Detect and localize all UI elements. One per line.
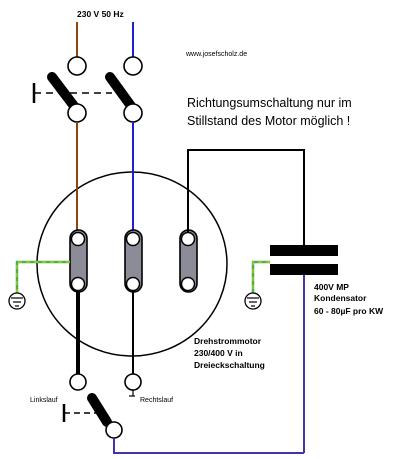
warning-line-1: Richtungsumschaltung nur im (187, 96, 352, 110)
terminal-u2 (70, 276, 86, 292)
direction-left-label: Linkslauf (30, 397, 58, 404)
terminal-v1 (125, 231, 141, 247)
switch-top-terminal-right (123, 56, 143, 76)
capacitor-label-3: 60 - 80µF pro KW (314, 306, 384, 316)
direction-common-terminal (105, 421, 123, 439)
ground-symbol-capacitor (244, 292, 262, 310)
ground-wire-motor-stripe (16, 261, 70, 293)
terminal-w2 (180, 276, 196, 292)
motor-label-1: Drehstrommotor (194, 336, 262, 346)
direction-terminal-left (69, 373, 87, 391)
website-label: www.josefscholz.de (185, 51, 247, 58)
wire-to-capacitor (187, 149, 305, 246)
wire-purple-return (113, 438, 304, 454)
capacitor-plate-bottom (270, 264, 338, 275)
motor-label-3: Dreieckschaltung (194, 360, 265, 370)
direction-switch-blade (87, 393, 112, 427)
supply-label: 230 V 50 Hz (77, 9, 124, 19)
terminal-v2 (125, 276, 141, 292)
ground-symbol-motor (8, 292, 26, 310)
ground-wire-capacitor (251, 260, 270, 293)
switch-top-terminal-left (67, 56, 87, 76)
switch-bottom-terminal-left (67, 103, 87, 123)
capacitor-label-1: 400V MP (314, 282, 349, 292)
switch-blade-right (105, 72, 136, 111)
terminal-w1 (180, 231, 196, 247)
capacitor-plate-top (270, 245, 338, 256)
direction-terminal-right (124, 373, 142, 391)
terminal-u1 (70, 231, 86, 247)
switch-bottom-terminal-right (123, 103, 143, 123)
warning-line-2: Stillstand des Motor möglich ! (187, 114, 350, 128)
ground-wire-capacitor-stripe (252, 261, 270, 293)
ground-wire-motor (15, 260, 70, 293)
switch-blade-left (47, 72, 79, 111)
capacitor-label-2: Kondensator (314, 293, 367, 303)
direction-right-label: Rechtslauf (140, 397, 173, 404)
motor-label-2: 230/400 V in (194, 348, 243, 358)
